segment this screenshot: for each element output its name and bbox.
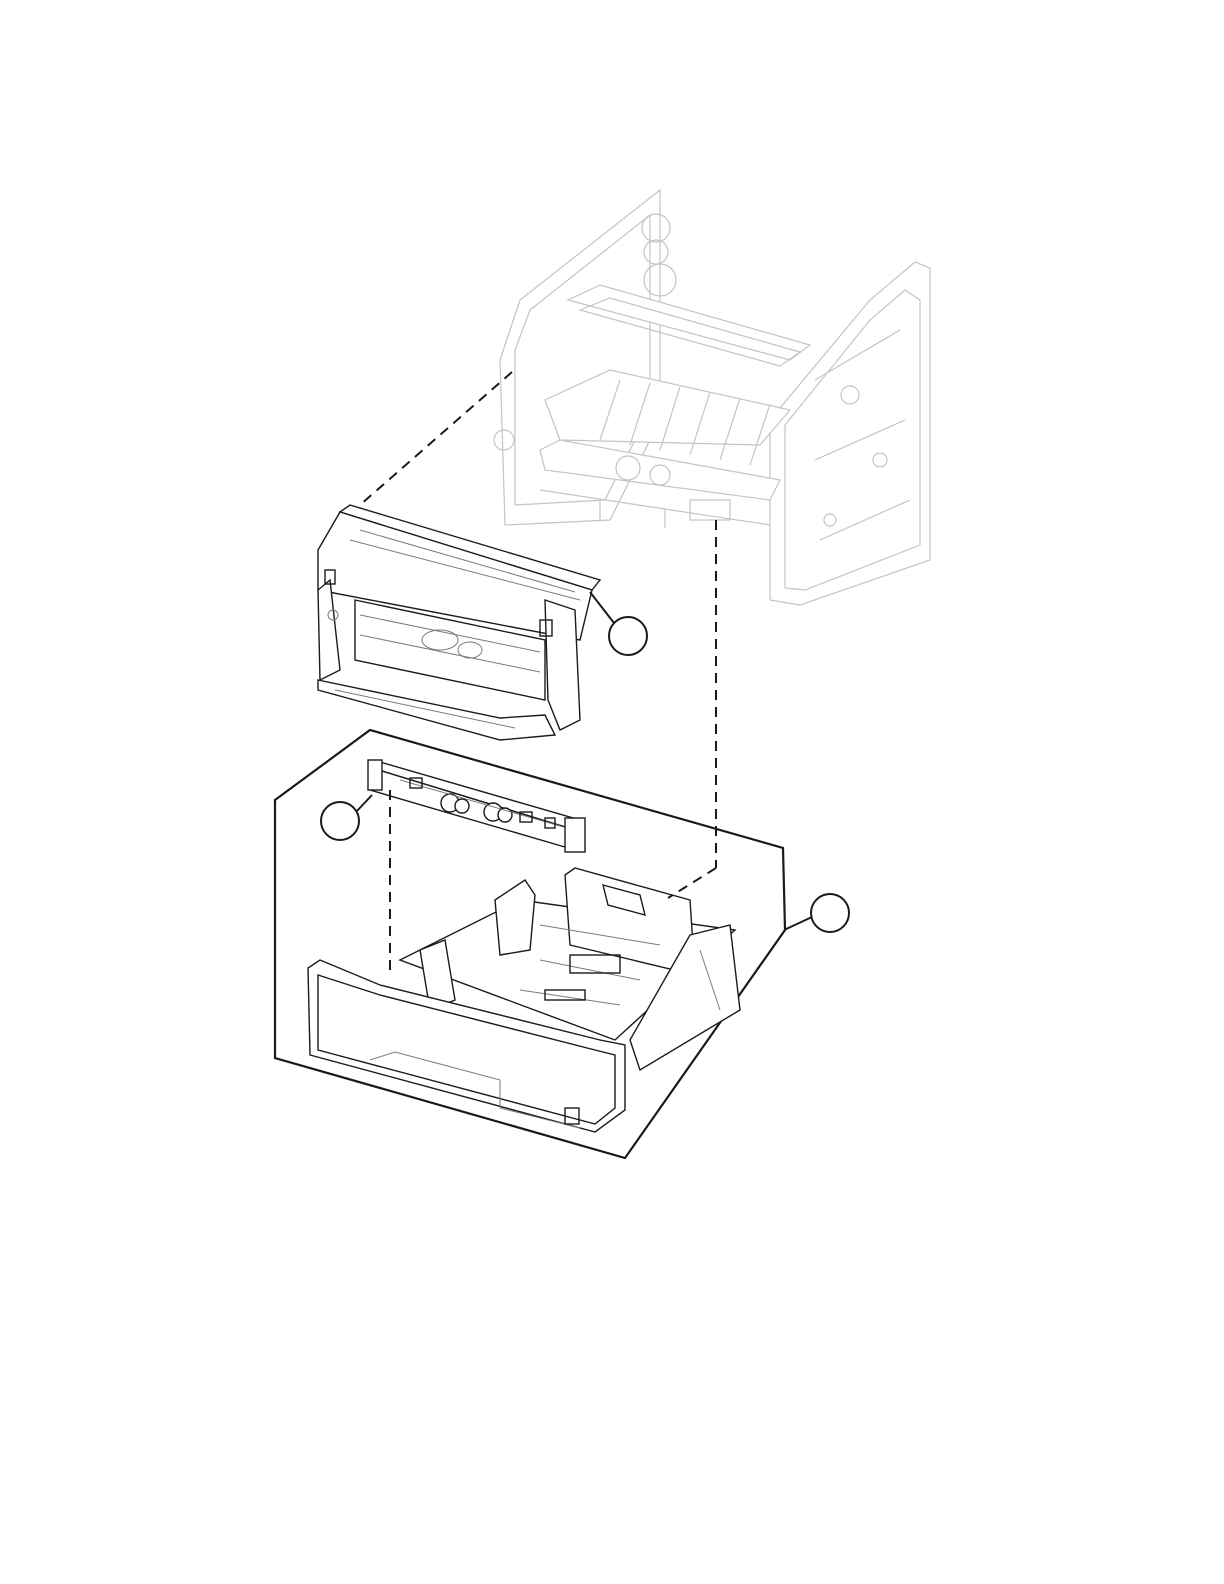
align-line-frame-to-duplex	[360, 372, 512, 505]
pick-roller-assembly	[368, 760, 585, 852]
callout-circle	[609, 617, 647, 655]
leader-duplex-unit	[590, 592, 614, 623]
callout-circle	[811, 894, 849, 932]
align-line-frame-to-tray-corner	[668, 868, 716, 898]
callout-duplex-unit[interactable]	[609, 617, 647, 655]
printer-frame	[494, 190, 930, 605]
leader-pick-assembly	[356, 795, 372, 812]
callout-circle	[321, 802, 359, 840]
paper-tray	[308, 868, 740, 1132]
leader-tray-assembly	[784, 917, 812, 930]
front-access-unit	[318, 505, 600, 740]
callout-tray-assembly[interactable]	[811, 894, 849, 932]
callout-pick-assembly[interactable]	[321, 802, 359, 840]
